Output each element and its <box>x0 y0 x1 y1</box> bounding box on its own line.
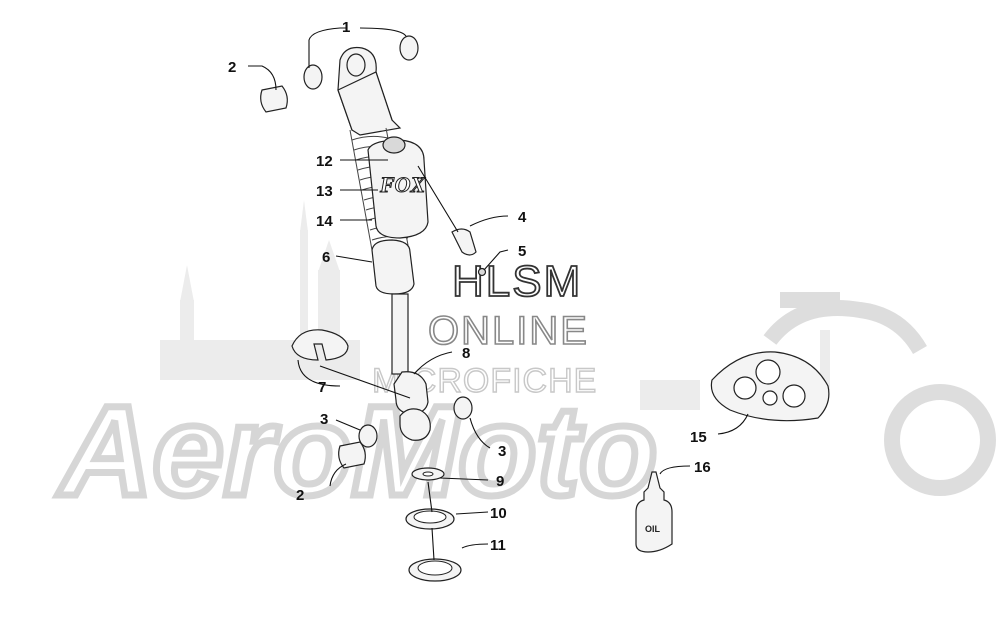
shock-lower-eye <box>393 371 429 415</box>
brand-watermark: AeroMoto <box>57 380 657 523</box>
adjuster-screw <box>477 267 487 277</box>
callout-3-left: 3 <box>320 411 328 428</box>
shock-adjuster-knob <box>382 136 406 154</box>
callout-6: 6 <box>322 249 330 266</box>
online-watermark: ONLINE <box>428 309 589 353</box>
shock-absorber: FOX <box>337 46 431 441</box>
hlsm-watermark: HLSM <box>452 257 582 306</box>
lower-bushing-housing <box>399 408 431 441</box>
callout-4: 4 <box>518 209 527 226</box>
bump-stop <box>371 239 415 295</box>
seal-kit <box>710 351 830 422</box>
callouts: 1 2 12 13 14 4 5 6 8 7 3 3 9 2 10 11 15 … <box>228 19 711 554</box>
spanner-nut-lower <box>408 558 462 582</box>
callout-12: 12 <box>316 153 333 170</box>
lower-spacer <box>338 441 366 469</box>
lower-bushing-left <box>358 424 378 448</box>
callout-5: 5 <box>518 243 526 260</box>
callout-9: 9 <box>496 473 504 490</box>
callout-2-top: 2 <box>228 59 236 76</box>
top-eye-hole <box>346 53 366 77</box>
shock-upper-body <box>337 71 402 136</box>
shock-logo: FOX <box>379 172 427 197</box>
callout-8: 8 <box>462 345 470 362</box>
top-bushing-left <box>303 64 323 90</box>
callout-15: 15 <box>690 429 707 446</box>
callout-16: 16 <box>694 459 711 476</box>
oil-bottle: OIL <box>635 471 673 553</box>
adjuster-lever <box>417 165 477 256</box>
callout-2-bottom: 2 <box>296 487 304 504</box>
lower-bushing-right <box>453 396 473 420</box>
flat-washer-hole <box>422 471 434 477</box>
shock-shaft <box>391 293 409 375</box>
callout-1: 1 <box>342 19 350 36</box>
callout-3-right: 3 <box>498 443 506 460</box>
spanner-nut-upper <box>405 508 455 530</box>
retaining-washer <box>291 329 349 361</box>
callout-11: 11 <box>490 537 506 554</box>
callout-14: 14 <box>316 213 333 230</box>
callout-13: 13 <box>316 183 333 200</box>
top-bushing-right <box>399 35 419 61</box>
leader-lines <box>248 27 749 561</box>
motorcycle-watermark <box>763 292 996 496</box>
top-spacer <box>260 85 288 113</box>
callout-10: 10 <box>490 505 507 522</box>
bottle-label: OIL <box>645 524 661 534</box>
callout-7: 7 <box>318 379 326 396</box>
